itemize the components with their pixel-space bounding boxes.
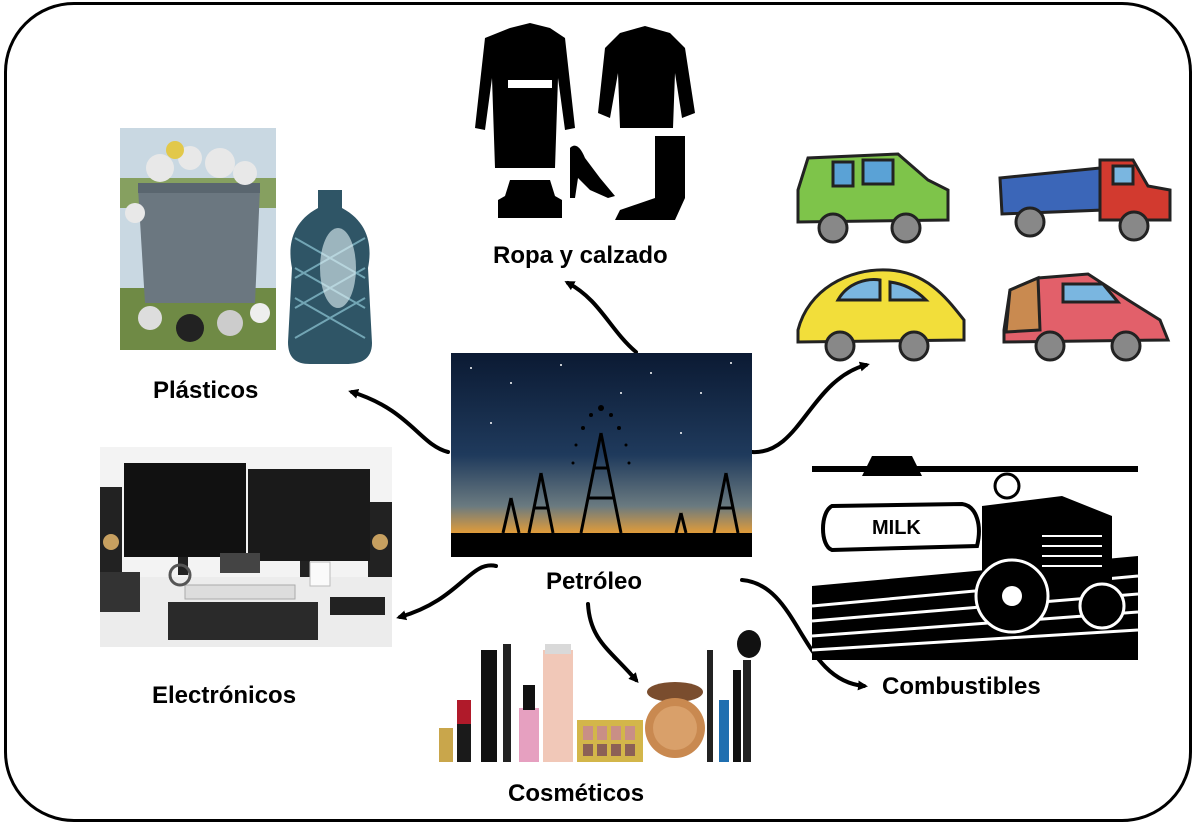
combustibles-label: Combustibles xyxy=(882,673,1041,700)
clothing-shoes-icon xyxy=(470,18,710,226)
arrow-to-plasticos xyxy=(348,389,450,454)
tractor-engraving-image: MILK xyxy=(812,436,1138,660)
trash-container-bottle-image xyxy=(120,128,380,368)
arrow-to-cosmeticos xyxy=(586,602,639,684)
cosmetics-image xyxy=(437,630,767,766)
plasticos-label: Plásticos xyxy=(153,377,259,404)
svg-text:MILK: MILK xyxy=(872,517,921,539)
electronicos-label: Electrónicos xyxy=(152,682,297,709)
oil-derricks-night-image xyxy=(451,353,752,557)
cars-image xyxy=(788,150,1180,370)
arrow-to-ropa xyxy=(564,281,638,354)
center-label: Petróleo xyxy=(546,568,643,595)
arrow-to-electronicos xyxy=(396,563,498,621)
arrow-to-combustibles-cars xyxy=(750,361,870,455)
ropa-label: Ropa y calzado xyxy=(493,242,668,269)
arrow-to-combustibles xyxy=(740,578,868,691)
computer-desk-image xyxy=(100,447,392,647)
cosmeticos-label: Cosméticos xyxy=(508,780,645,807)
